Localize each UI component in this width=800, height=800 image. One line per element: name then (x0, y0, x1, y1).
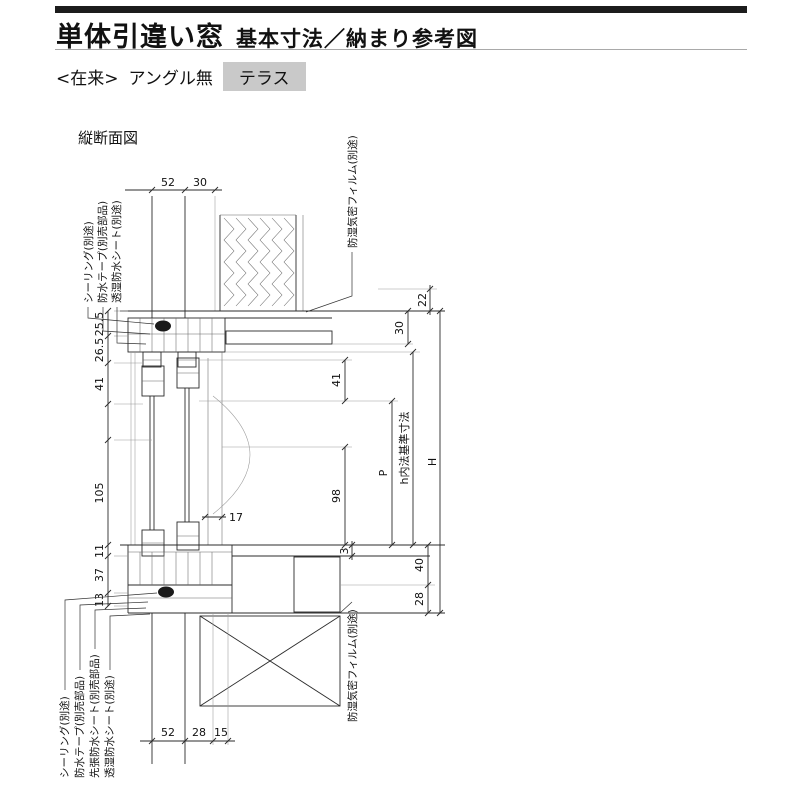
dim-left-25-5: 25.5 (93, 312, 106, 337)
dim-mid-17: 17 (229, 511, 243, 524)
spec-row: <在来> アングル無 テラス (56, 62, 306, 91)
dim-overall-H: H (426, 458, 439, 466)
callout-breathable-sheet-top: 透湿防水シート(別途) (110, 200, 123, 303)
callout-sealing-top: シーリング(別途) (82, 221, 95, 303)
handle-swing-arc (212, 395, 251, 515)
callout-vapor-film-top: 防湿気密フィルム(別途) (346, 135, 359, 248)
title-bar (55, 6, 747, 13)
dim-mid-3: 3 (338, 548, 351, 555)
sealing-blob-top (155, 320, 171, 332)
wall-top (151, 196, 304, 318)
head-frame (120, 310, 445, 368)
dim-left-11: 11 (93, 544, 106, 558)
spec-construction: <在来> (56, 69, 119, 89)
dim-top-52: 52 (161, 176, 175, 189)
dim-mid-98: 98 (330, 489, 343, 503)
callout-vapor-film-bottom: 防湿気密フィルム(別途) (346, 609, 359, 722)
dim-right-30: 30 (393, 321, 406, 335)
section-view-label: 縦断面図 (78, 129, 139, 147)
callout-pre-applied-sheet-bottom: 先張防水シート(別売部品) (88, 654, 101, 778)
callout-labels: シーリング(別途) 防水テープ(別売部品) 透湿防水シート(別途) 防湿気密フィ… (58, 135, 359, 778)
dim-bottom-52: 52 (161, 726, 175, 739)
dim-mid-41: 41 (330, 373, 343, 387)
callout-waterproof-tape-top: 防水テープ(別売部品) (96, 201, 109, 303)
dim-left-41: 41 (93, 377, 106, 391)
dim-bottom-28: 28 (192, 726, 206, 739)
callout-leaders (64, 252, 353, 690)
sealing-blob-bottom (158, 586, 174, 598)
dim-right-22: 22 (416, 293, 429, 307)
insulation-hatch (223, 217, 295, 307)
dim-left-13: 13 (93, 593, 106, 607)
dim-left-26-5: 26.5 (93, 338, 106, 363)
spec-type-badge: テラス (222, 62, 306, 91)
callout-waterproof-tape-bottom: 防水テープ(別売部品) (73, 676, 86, 778)
foundation (151, 556, 341, 764)
mortar-crosshatch (293, 556, 341, 613)
page-title-sub: 基本寸法／納まり参考図 (236, 27, 478, 51)
dim-top-30: 30 (193, 176, 207, 189)
dim-overall-P: P (377, 469, 390, 476)
sill-frame (120, 544, 445, 614)
title-divider (55, 49, 747, 50)
callout-breathable-sheet-bottom: 透湿防水シート(別途) (103, 675, 116, 778)
page-title-main: 単体引違い窓 (56, 22, 224, 53)
dimension-lines: 52 30 25.5 26.5 41 105 11 (93, 176, 444, 745)
dim-overall-h-naiho: h内法基準寸法 (397, 412, 411, 485)
opening-lines (130, 352, 251, 545)
dim-right-28: 28 (413, 592, 426, 606)
page-title: 単体引違い窓 基本寸法／納まり参考図 (56, 15, 478, 54)
dim-right-40: 40 (413, 558, 426, 572)
spec-angle: アングル無 (128, 69, 213, 89)
callout-sealing-bottom: シーリング(別途) (58, 696, 71, 778)
dim-left-37: 37 (93, 568, 106, 582)
mounting-fin-hatch (225, 330, 333, 345)
sash-outer (141, 365, 165, 557)
dim-bottom-15: 15 (214, 726, 228, 739)
dim-left-105: 105 (93, 483, 106, 504)
sash-inner (176, 357, 200, 551)
